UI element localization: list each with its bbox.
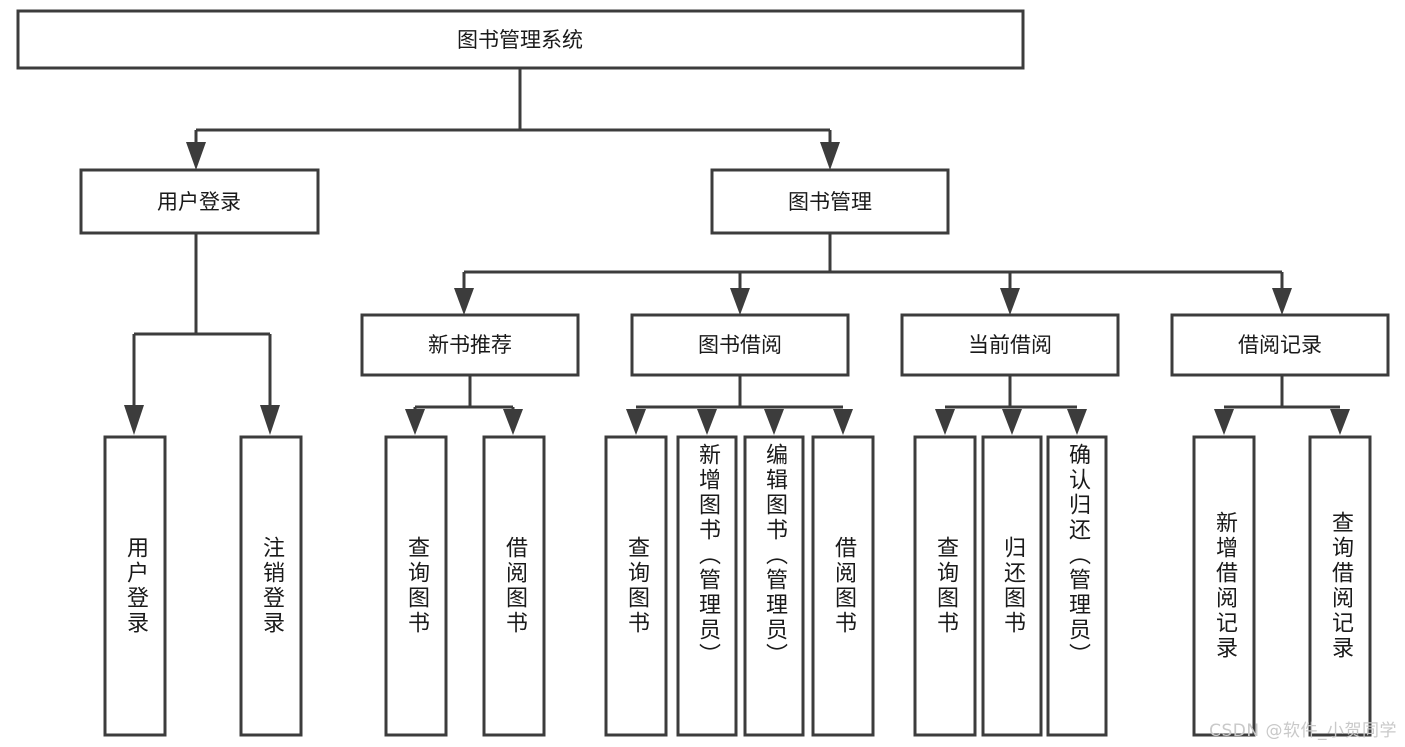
node-borrow-record-label: 借阅记录 bbox=[1238, 333, 1322, 357]
arrow-head-ul-leaf1 bbox=[124, 405, 144, 435]
arrow-head-user-login bbox=[186, 142, 206, 170]
leaf-box-logout[interactable] bbox=[239, 435, 303, 737]
node-root-label: 图书管理系统 bbox=[457, 28, 583, 52]
arrow-head-ul-leaf2 bbox=[260, 405, 280, 435]
node-book-manage[interactable]: 图书管理 bbox=[710, 168, 950, 235]
arrow-head-br-leaf1 bbox=[1214, 409, 1234, 435]
arrow-head-bb-leaf4 bbox=[833, 409, 853, 435]
arrow-head-nb-leaf2 bbox=[503, 409, 523, 435]
node-current-borrow-box bbox=[900, 313, 1120, 377]
node-book-manage-label: 图书管理 bbox=[788, 190, 872, 214]
arrow-head-bb-leaf3 bbox=[764, 409, 784, 435]
leaf-box-br-query-record[interactable] bbox=[1308, 435, 1372, 737]
leaf-box-user-login[interactable] bbox=[103, 435, 167, 737]
arrow-head-book-manage bbox=[820, 142, 840, 170]
connector-layer bbox=[124, 68, 1350, 435]
leaf-box-nb-borrow-book[interactable] bbox=[482, 435, 546, 737]
arrow-head-cb-leaf2 bbox=[1002, 409, 1022, 435]
node-new-book-recommend-box bbox=[360, 313, 580, 377]
node-book-borrow-box bbox=[630, 313, 850, 377]
node-book-borrow[interactable]: 图书借阅 bbox=[630, 313, 850, 377]
watermark-text: CSDN @软件_小贺同学 bbox=[1209, 721, 1397, 741]
node-root[interactable]: 图书管理系统 bbox=[16, 9, 1025, 70]
arrow-head-cb-leaf1 bbox=[935, 409, 955, 435]
node-book-borrow-label: 图书借阅 bbox=[698, 333, 782, 357]
node-borrow-record-box bbox=[1170, 313, 1390, 377]
leaf-box-layer bbox=[103, 435, 1372, 737]
arrow-head-new-book bbox=[454, 288, 474, 315]
leaf-box-bb-borrow-book[interactable] bbox=[811, 435, 875, 737]
node-new-book-recommend-label: 新书推荐 bbox=[428, 333, 512, 357]
arrow-head-current bbox=[1000, 288, 1020, 315]
arrow-head-bb-leaf2 bbox=[697, 409, 717, 435]
node-current-borrow[interactable]: 当前借阅 bbox=[900, 313, 1120, 377]
leaf-box-cb-query-book[interactable] bbox=[913, 435, 977, 737]
arrow-head-record bbox=[1272, 288, 1292, 315]
arrow-head-bb-leaf1 bbox=[626, 409, 646, 435]
arrow-head-cb-leaf3 bbox=[1067, 409, 1087, 435]
arrow-head-borrow bbox=[730, 288, 750, 315]
node-current-borrow-label: 当前借阅 bbox=[968, 333, 1052, 357]
arrow-head-br-leaf2 bbox=[1330, 409, 1350, 435]
node-borrow-record[interactable]: 借阅记录 bbox=[1170, 313, 1390, 377]
node-new-book-recommend[interactable]: 新书推荐 bbox=[360, 313, 580, 377]
node-root-box bbox=[16, 9, 1025, 70]
leaf-box-nb-query-book[interactable] bbox=[384, 435, 448, 737]
leaf-box-bb-edit-book[interactable] bbox=[743, 435, 805, 737]
node-user-login[interactable]: 用户登录 bbox=[79, 168, 320, 235]
node-book-manage-box bbox=[710, 168, 950, 235]
node-user-login-label: 用户登录 bbox=[157, 190, 241, 214]
leaf-box-bb-add-book[interactable] bbox=[676, 435, 738, 737]
leaf-box-bb-query-book[interactable] bbox=[604, 435, 668, 737]
leaf-box-cb-confirm-return[interactable] bbox=[1046, 435, 1108, 737]
leaf-box-cb-return-book[interactable] bbox=[981, 435, 1043, 737]
leaf-box-br-add-record[interactable] bbox=[1192, 435, 1256, 737]
node-user-login-box bbox=[79, 168, 320, 235]
arrow-head-nb-leaf1 bbox=[405, 409, 425, 435]
